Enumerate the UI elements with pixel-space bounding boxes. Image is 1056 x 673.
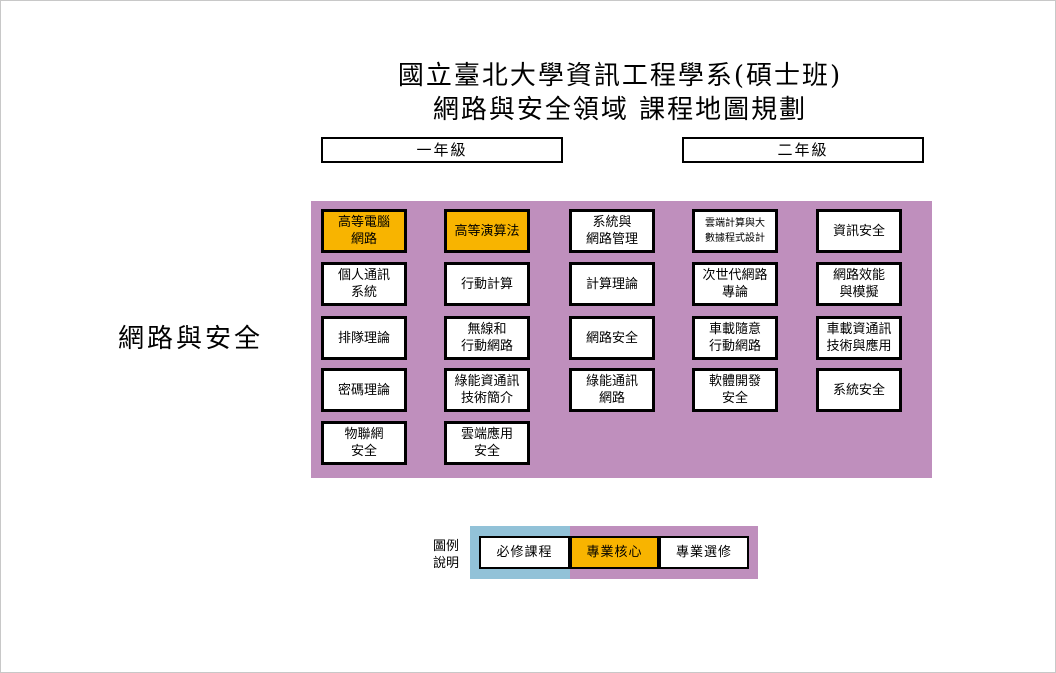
page-subtitle: 網路與安全領域 課程地圖規劃 [432,95,808,125]
course-name: 資訊安全 [833,223,885,240]
course-box: 系統安全 [816,368,902,412]
course-name-line: 高等演算法 [454,223,520,239]
course-name-line: 密碼理論 [337,382,390,398]
course-box: 車載資通訊技術與應用 [816,316,902,360]
course-name-line: 網路 [598,391,625,406]
course-name-line: 系統 [350,285,377,300]
course-name-line: 排隊理論 [337,330,390,346]
course-name-line: 次世代網路 [702,268,768,283]
course-name-line: 與模擬 [839,285,879,300]
course-name-line: 軟體開發 [708,374,761,389]
course-box: 軟體開發安全 [692,368,778,412]
course-name: 行動計算 [461,276,513,293]
course-name-line: 高等電腦 [337,215,390,230]
legend-label-line1: 圖例 [432,539,459,554]
course-name-line: 行動網路 [708,339,761,354]
legend-elective: 專業選修 [659,536,749,569]
course-name: 高等電腦網路 [338,214,390,248]
course-name-line: 網路安全 [585,330,638,346]
course-name: 物聯網安全 [344,426,383,460]
course-name-line: 行動計算 [460,276,513,292]
legend-label: 圖例 說明 [428,538,464,572]
course-name-line: 車載隨意 [708,322,761,337]
course-name: 網路效能與模擬 [833,267,885,301]
course-name: 計算理論 [586,276,638,293]
course-box: 網路效能與模擬 [816,262,902,306]
course-name-line: 技術簡介 [460,391,513,406]
course-name-line: 雲端應用 [460,427,513,442]
course-name-line: 系統與 [592,215,632,230]
year-header-1: 一年級 [321,137,563,163]
course-box: 綠能通訊網路 [569,368,655,412]
course-name-line: 資訊安全 [832,223,885,239]
course-box: 次世代網路專論 [692,262,778,306]
course-name-line: 安全 [473,444,500,459]
course-name: 車載隨意行動網路 [709,321,761,355]
course-name: 雲端計算與大數據程式設計 [705,216,765,246]
course-name-line: 安全 [721,391,748,406]
course-name: 雲端應用安全 [461,426,513,460]
course-name: 排隊理論 [338,330,390,347]
course-name: 系統與網路管理 [586,214,638,248]
course-name-line: 綠能通訊 [585,374,638,389]
course-name-line: 行動網路 [460,339,513,354]
course-name: 密碼理論 [338,382,390,399]
course-box: 排隊理論 [321,316,407,360]
page-title: 國立臺北大學資訊工程學系(碩士班) [397,61,843,91]
course-name: 系統安全 [833,382,885,399]
course-box: 資訊安全 [816,209,902,253]
course-box: 系統與網路管理 [569,209,655,253]
course-name-line: 安全 [350,444,377,459]
course-name-line: 雲端計算與大 [705,218,765,229]
course-box: 高等電腦網路 [321,209,407,253]
course-name-line: 數據程式設計 [705,233,765,244]
legend-required: 必修課程 [479,536,570,569]
legend-core: 專業核心 [570,536,659,569]
course-box: 密碼理論 [321,368,407,412]
course-name-line: 個人通訊 [337,268,390,283]
course-box: 個人通訊系統 [321,262,407,306]
legend-label-line2: 說明 [432,556,459,571]
course-name: 個人通訊系統 [338,267,390,301]
course-name-line: 物聯網 [344,427,384,442]
year-header-2: 二年級 [682,137,924,163]
course-box: 行動計算 [444,262,530,306]
course-name-line: 網路管理 [585,232,638,247]
field-label: 網路與安全 [118,324,264,354]
course-name-line: 無線和 [467,322,507,337]
course-box: 車載隨意行動網路 [692,316,778,360]
course-box: 雲端應用安全 [444,421,530,465]
course-name-line: 網路 [350,232,377,247]
course-box: 計算理論 [569,262,655,306]
course-name-line: 計算理論 [585,276,638,292]
course-name: 高等演算法 [454,223,519,240]
course-name-line: 專論 [721,285,748,300]
course-name-line: 網路效能 [832,268,885,283]
course-box: 綠能資通訊技術簡介 [444,368,530,412]
course-name: 無線和行動網路 [461,321,513,355]
course-name: 軟體開發安全 [709,373,761,407]
course-box: 雲端計算與大數據程式設計 [692,209,778,253]
course-name-line: 綠能資通訊 [454,374,520,389]
legend: 必修課程 專業核心 專業選修 [470,526,758,579]
course-box: 物聯網安全 [321,421,407,465]
course-name: 綠能通訊網路 [586,373,638,407]
course-name-line: 系統安全 [832,382,885,398]
course-name-line: 車載資通訊 [826,322,892,337]
course-box: 無線和行動網路 [444,316,530,360]
course-name: 網路安全 [586,330,638,347]
course-box: 網路安全 [569,316,655,360]
course-name: 綠能資通訊技術簡介 [454,373,519,407]
course-name: 次世代網路專論 [702,267,767,301]
course-name-line: 技術與應用 [826,339,892,354]
course-box: 高等演算法 [444,209,530,253]
course-name: 車載資通訊技術與應用 [826,321,891,355]
